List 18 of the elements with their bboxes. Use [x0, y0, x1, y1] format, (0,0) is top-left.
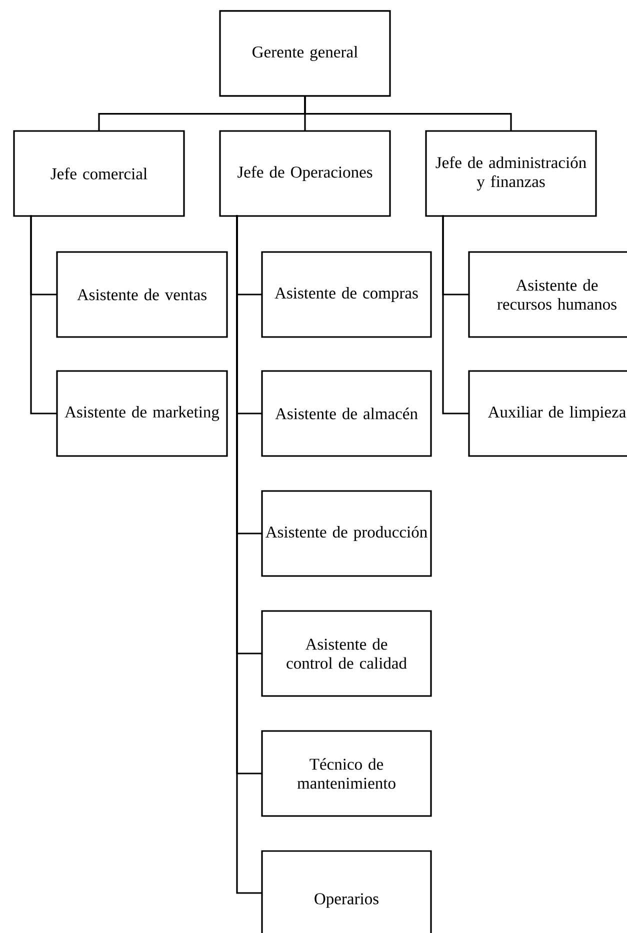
- position-box: Jefe comercial: [13, 130, 185, 217]
- position-box: Asistente de almacén: [261, 370, 432, 457]
- connector-line: [30, 215, 57, 414]
- position-box: Operarios: [261, 850, 432, 933]
- connector-line: [442, 215, 469, 414]
- position-box: Asistente de ventas: [56, 251, 228, 338]
- position-box: Jefe de administración y finanzas: [425, 130, 597, 217]
- position-box: Asistente de control de calidad: [261, 610, 432, 697]
- position-box: Asistente de producción: [261, 490, 432, 577]
- position-box: Gerente general: [219, 10, 391, 97]
- connector-line: [304, 96, 512, 131]
- position-box: Auxiliar de limpieza: [468, 370, 627, 457]
- position-box: Jefe de Operaciones: [219, 130, 391, 217]
- position-box: Asistente de recursos humanos: [468, 251, 627, 338]
- position-box: Asistente de marketing: [56, 370, 228, 457]
- position-box: Asistente de compras: [261, 251, 432, 338]
- connector-line: [236, 215, 262, 894]
- position-box: Técnico de mantenimiento: [261, 730, 432, 817]
